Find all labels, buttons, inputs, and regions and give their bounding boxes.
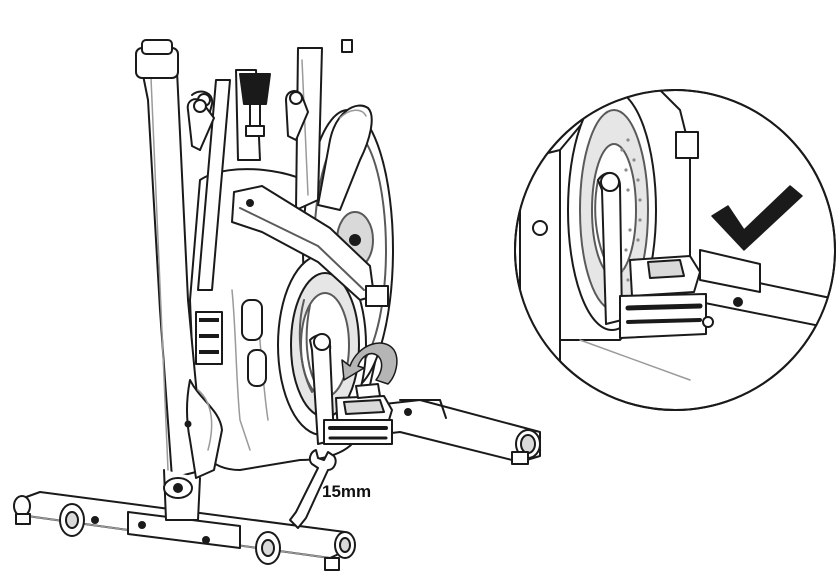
rear-stabilizer	[13, 491, 356, 571]
adjustment-knob	[239, 73, 271, 137]
rear-frame-curve	[184, 379, 223, 479]
control-housing	[231, 185, 389, 307]
detail-zoom-circle	[514, 89, 836, 411]
rotation-arrow	[341, 342, 398, 385]
pedal	[323, 383, 393, 445]
crank-arm	[309, 333, 335, 445]
wrench-icon	[289, 449, 337, 529]
handlebar-stem	[295, 39, 373, 211]
checkmark-icon	[711, 185, 803, 251]
wrench-size-label: 15mm	[322, 482, 372, 501]
seat-lever	[186, 98, 215, 151]
handlebar-lever	[285, 90, 309, 141]
